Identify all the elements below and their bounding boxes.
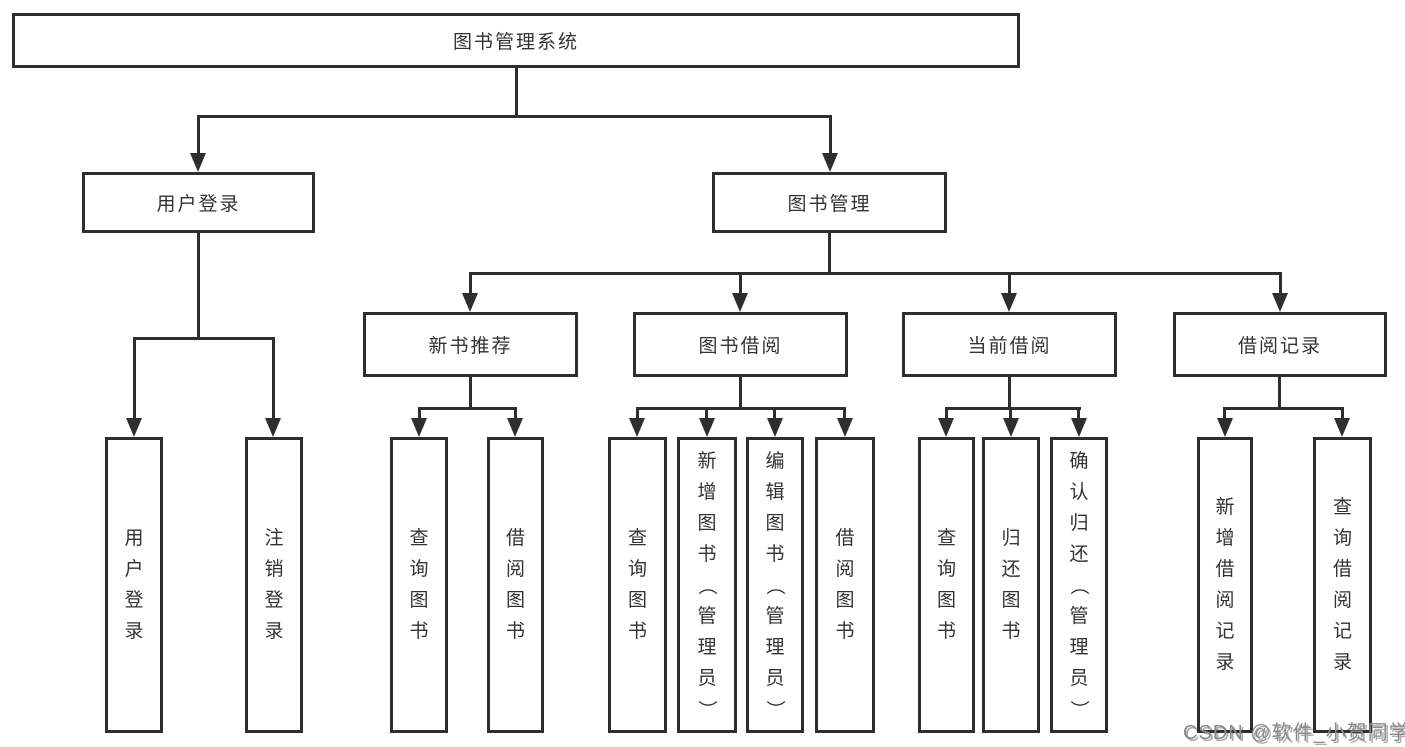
connector-line (1009, 407, 1012, 421)
connector-line (705, 407, 708, 421)
connector-line (1008, 272, 1011, 296)
leaf-label: 新增图书（管理员） (696, 450, 718, 719)
node-label: 当前借阅 (967, 336, 1052, 357)
leaf-query-borrow-record: 查询借阅记录 (1313, 437, 1372, 733)
node-label: 新书推荐 (428, 336, 513, 357)
connector-line (197, 115, 832, 118)
connector-line (1223, 407, 1226, 421)
leaf-label: 查询图书 (936, 528, 956, 642)
node-new-book-recommend: 新书推荐 (363, 312, 578, 377)
leaf-logout: 注销登录 (245, 437, 303, 733)
arrowhead-down-icon (126, 418, 142, 437)
leaf-return-book: 归还图书 (982, 437, 1040, 733)
node-label: 借阅记录 (1237, 336, 1322, 357)
arrowhead-down-icon (462, 293, 478, 312)
leaf-label: 确认归还（管理员） (1068, 450, 1090, 719)
connector-line (829, 115, 832, 155)
connector-line (469, 272, 472, 296)
node-label: 用户登录 (156, 194, 241, 215)
leaf-query-books-2: 查询图书 (608, 437, 667, 733)
node-borrow-records: 借阅记录 (1173, 312, 1387, 377)
arrowhead-down-icon (732, 293, 748, 312)
connector-line (828, 233, 831, 272)
connector-line (133, 337, 136, 420)
connector-line (1223, 407, 1344, 410)
connector-line (1279, 272, 1282, 296)
node-book-borrow: 图书借阅 (633, 312, 848, 377)
arrowhead-down-icon (837, 418, 853, 437)
leaf-confirm-return-admin: 确认归还（管理员） (1050, 437, 1108, 733)
connector-line (469, 272, 1282, 275)
connector-line (515, 68, 518, 115)
connector-line (418, 407, 421, 421)
connector-line (272, 337, 275, 420)
connector-line (418, 407, 517, 410)
connector-line (843, 407, 846, 421)
connector-line (773, 407, 776, 421)
leaf-add-borrow-record: 新增借阅记录 (1197, 437, 1253, 733)
leaf-label: 借阅图书 (835, 528, 855, 642)
node-current-borrow: 当前借阅 (902, 312, 1117, 377)
connector-line (1077, 407, 1080, 421)
arrowhead-down-icon (1071, 418, 1087, 437)
connector-line (1278, 377, 1281, 407)
arrowhead-down-icon (629, 418, 645, 437)
arrowhead-down-icon (411, 418, 427, 437)
leaf-borrow-books-1: 借阅图书 (487, 437, 544, 733)
csdn-watermark: CSDN @软件_小贺同学 (1183, 722, 1405, 744)
connector-line (739, 272, 742, 296)
arrowhead-down-icon (1001, 293, 1017, 312)
arrowhead-down-icon (1003, 418, 1019, 437)
leaf-query-books-3: 查询图书 (918, 437, 975, 733)
node-book-management: 图书管理 (712, 172, 947, 233)
leaf-label: 查询图书 (627, 528, 647, 642)
arrowhead-down-icon (767, 418, 783, 437)
node-user-login: 用户登录 (82, 172, 315, 233)
node-label: 图书管理系统 (452, 32, 579, 53)
arrowhead-down-icon (1334, 418, 1350, 437)
arrowhead-down-icon (822, 153, 838, 172)
node-label: 图书借阅 (698, 336, 783, 357)
leaf-label: 新增借阅记录 (1215, 497, 1235, 673)
leaf-edit-book-admin: 编辑图书（管理员） (746, 437, 804, 733)
connector-line (1341, 407, 1344, 421)
connector-line (1008, 377, 1011, 407)
connector-line (197, 233, 200, 337)
connector-line (197, 115, 200, 155)
connector-line (514, 407, 517, 421)
leaf-add-book-admin: 新增图书（管理员） (677, 437, 737, 733)
leaf-borrow-books-2: 借阅图书 (815, 437, 875, 733)
leaf-user-login: 用户登录 (105, 437, 163, 733)
arrowhead-down-icon (938, 418, 954, 437)
connector-line (945, 407, 1081, 410)
arrowhead-down-icon (507, 418, 523, 437)
connector-line (739, 377, 742, 407)
leaf-label: 编辑图书（管理员） (764, 450, 786, 719)
arrowhead-down-icon (699, 418, 715, 437)
arrowhead-down-icon (190, 153, 206, 172)
node-label: 图书管理 (787, 194, 872, 215)
connector-line (636, 407, 846, 410)
node-root: 图书管理系统 (12, 13, 1020, 68)
leaf-label: 借阅图书 (505, 528, 525, 642)
arrowhead-down-icon (265, 418, 281, 437)
connector-line (945, 407, 948, 421)
leaf-query-books-1: 查询图书 (390, 437, 448, 733)
connector-line (469, 377, 472, 407)
leaf-label: 注销登录 (264, 528, 284, 642)
arrowhead-down-icon (1217, 418, 1233, 437)
leaf-label: 归还图书 (1001, 528, 1021, 642)
connector-line (133, 337, 275, 340)
arrowhead-down-icon (1272, 293, 1288, 312)
leaf-label: 用户登录 (124, 528, 144, 642)
leaf-label: 查询借阅记录 (1332, 497, 1352, 673)
connector-line (636, 407, 639, 421)
leaf-label: 查询图书 (409, 528, 429, 642)
